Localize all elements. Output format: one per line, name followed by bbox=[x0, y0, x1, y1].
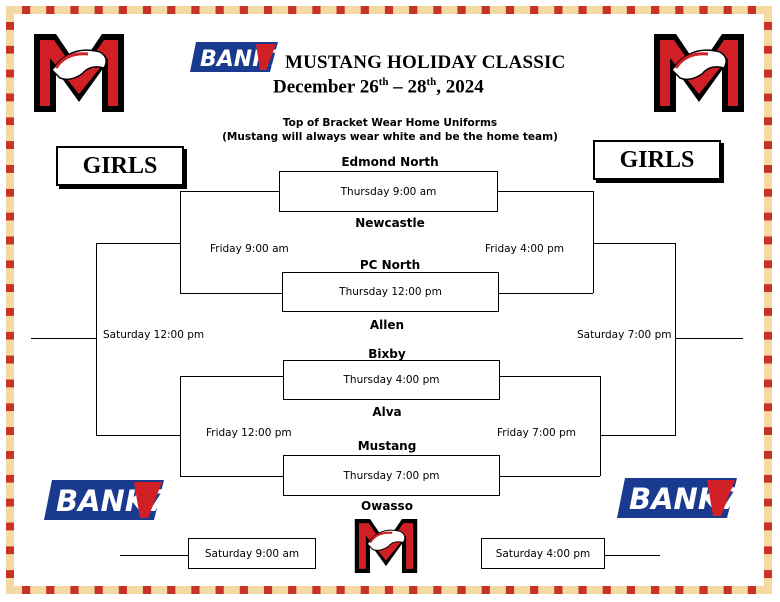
bracket-line bbox=[500, 476, 600, 477]
bracket-line bbox=[96, 243, 180, 244]
bracket-line bbox=[120, 555, 188, 556]
game-box-4: Thursday 7:00 pm bbox=[283, 455, 500, 496]
bracket-line bbox=[180, 376, 181, 476]
mustang-logo-bottom bbox=[354, 518, 418, 574]
bracket-line bbox=[593, 191, 594, 293]
game-time-final-left: Saturday 12:00 pm bbox=[103, 329, 205, 341]
bracket-line bbox=[675, 243, 676, 436]
event-dates: December 26th – 28th, 2024 bbox=[273, 76, 484, 98]
team-alva: Alva bbox=[372, 405, 402, 419]
bracket-line bbox=[96, 435, 180, 436]
bracket-line bbox=[180, 293, 282, 294]
bank7-logo-bottom-left: BANK7 bbox=[44, 478, 168, 528]
game-time-friday-right-1: Friday 4:00 pm bbox=[485, 243, 564, 255]
team-newcastle: Newcastle bbox=[355, 216, 425, 230]
bracket-line bbox=[180, 191, 181, 293]
team-pc-north: PC North bbox=[359, 258, 421, 272]
game-box-bottom-right: Saturday 4:00 pm bbox=[481, 538, 605, 569]
bracket-line bbox=[180, 376, 283, 377]
game-time-friday-right-2: Friday 7:00 pm bbox=[497, 427, 576, 439]
mustang-logo-top-left bbox=[34, 34, 124, 112]
bracket-line bbox=[675, 338, 743, 339]
girls-label-right: GIRLS bbox=[593, 140, 721, 180]
bracket-line bbox=[180, 191, 279, 192]
bracket-line bbox=[180, 476, 283, 477]
team-owasso: Owasso bbox=[361, 499, 413, 513]
team-edmond-north: Edmond North bbox=[341, 155, 439, 169]
game-time-friday-left-1: Friday 9:00 am bbox=[210, 243, 289, 255]
page-title: MUSTANG HOLIDAY CLASSIC bbox=[285, 52, 566, 73]
bank7-logo-header: BANK7 bbox=[190, 40, 280, 76]
bracket-line bbox=[498, 191, 593, 192]
bracket-line bbox=[31, 338, 96, 339]
team-bixby: Bixby bbox=[368, 347, 406, 361]
bracket-line bbox=[96, 243, 97, 436]
game-box-bottom-left: Saturday 9:00 am bbox=[188, 538, 316, 569]
bank7-logo-bottom-right: BANK7 bbox=[617, 476, 741, 526]
team-mustang: Mustang bbox=[357, 439, 417, 453]
uniform-note: Top of Bracket Wear Home Uniforms bbox=[282, 117, 498, 129]
bracket-line bbox=[500, 376, 600, 377]
game-box-1: Thursday 9:00 am bbox=[279, 171, 498, 212]
bracket-line bbox=[499, 293, 593, 294]
bracket-line bbox=[600, 376, 601, 476]
game-time-final-right: Saturday 7:00 pm bbox=[577, 329, 672, 341]
bracket-line bbox=[593, 243, 675, 244]
bracket-line bbox=[600, 435, 675, 436]
girls-label-left: GIRLS bbox=[56, 146, 184, 186]
game-box-3: Thursday 4:00 pm bbox=[283, 360, 500, 400]
team-allen: Allen bbox=[369, 318, 405, 332]
game-time-friday-left-2: Friday 12:00 pm bbox=[206, 427, 292, 439]
home-team-note: (Mustang will always wear white and be t… bbox=[222, 131, 558, 143]
bracket-line bbox=[605, 555, 660, 556]
mustang-logo-top-right bbox=[654, 34, 744, 112]
game-box-2: Thursday 12:00 pm bbox=[282, 272, 499, 312]
